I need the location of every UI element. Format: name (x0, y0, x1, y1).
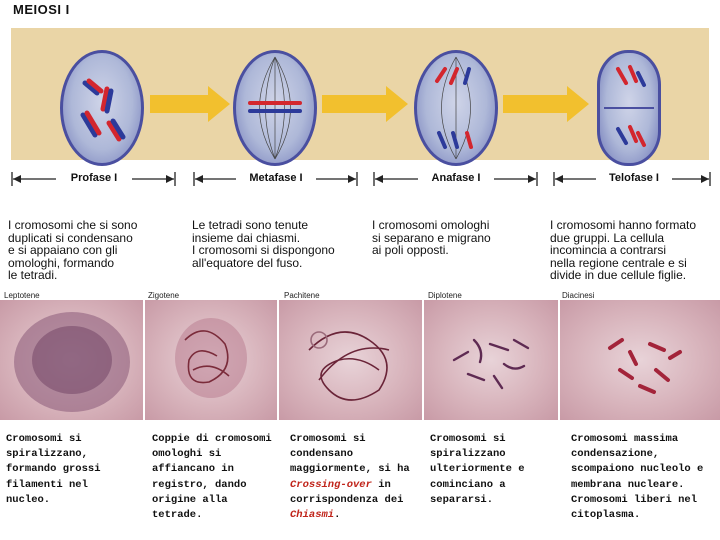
phase-description-metafase: Le tetradi sono tenute insieme dai chias… (192, 218, 335, 270)
page-title: MEIOSI I (13, 2, 70, 17)
phase-description-anafase: I cromosomi omologhi si separano e migra… (372, 218, 491, 258)
spindle-icon (435, 56, 473, 160)
arrow-right-icon (322, 86, 408, 122)
phase-description-telofase: I cromosomi hanno formato due gruppi. La… (550, 218, 697, 283)
micrograph-diplotene (424, 300, 558, 420)
cell-anaphase (414, 50, 498, 166)
phase-label-anafase: Anafase I (418, 172, 494, 184)
micrograph-leptotene (0, 300, 143, 420)
stage-label-pachitene: Pachitene (284, 291, 320, 300)
chiasmi-term: Chiasmi (290, 509, 335, 522)
arrow-right-icon (503, 86, 589, 122)
caption-pachitene: Cromosomi si condensano maggiormente, si… (290, 433, 410, 522)
phase-description-profase: I cromosomi che si sono duplicati si con… (8, 218, 138, 283)
stage-label-diplotene: Diplotene (428, 291, 462, 300)
caption-diacinesi: Cromosomi massima condensazione, scompai… (571, 433, 704, 522)
micrograph-diacinesi (560, 300, 720, 420)
crossing-over-term: Crossing-over (290, 478, 372, 491)
caption-zigotene: Coppie di cromosomi omologhi si affianca… (152, 433, 272, 522)
micrograph-zigotene (145, 300, 277, 420)
phase-label-metafase: Metafase I (236, 172, 316, 184)
chromosomes-icon (80, 78, 126, 142)
cell-metaphase (233, 50, 317, 166)
caption-diplotene: Cromosomi si spiralizzano ulteriormente … (430, 433, 525, 506)
chromosomes-icon (604, 65, 654, 147)
phase-label-profase: Profase I (56, 172, 132, 184)
phase-label-telofase: Telofase I (596, 172, 672, 184)
spindle-icon (248, 56, 302, 160)
caption-leptotene: Cromosomi si spiralizzano, formando gros… (6, 433, 101, 506)
stage-label-zigotene: Zigotene (148, 291, 180, 300)
arrow-right-icon (150, 86, 230, 122)
stage-label-diacinesi: Diacinesi (562, 291, 595, 300)
stage-label-leptotene: Leptotene (4, 291, 40, 300)
micrograph-pachitene (279, 300, 422, 420)
cell-prophase (60, 50, 144, 166)
cell-telophase (597, 50, 661, 166)
